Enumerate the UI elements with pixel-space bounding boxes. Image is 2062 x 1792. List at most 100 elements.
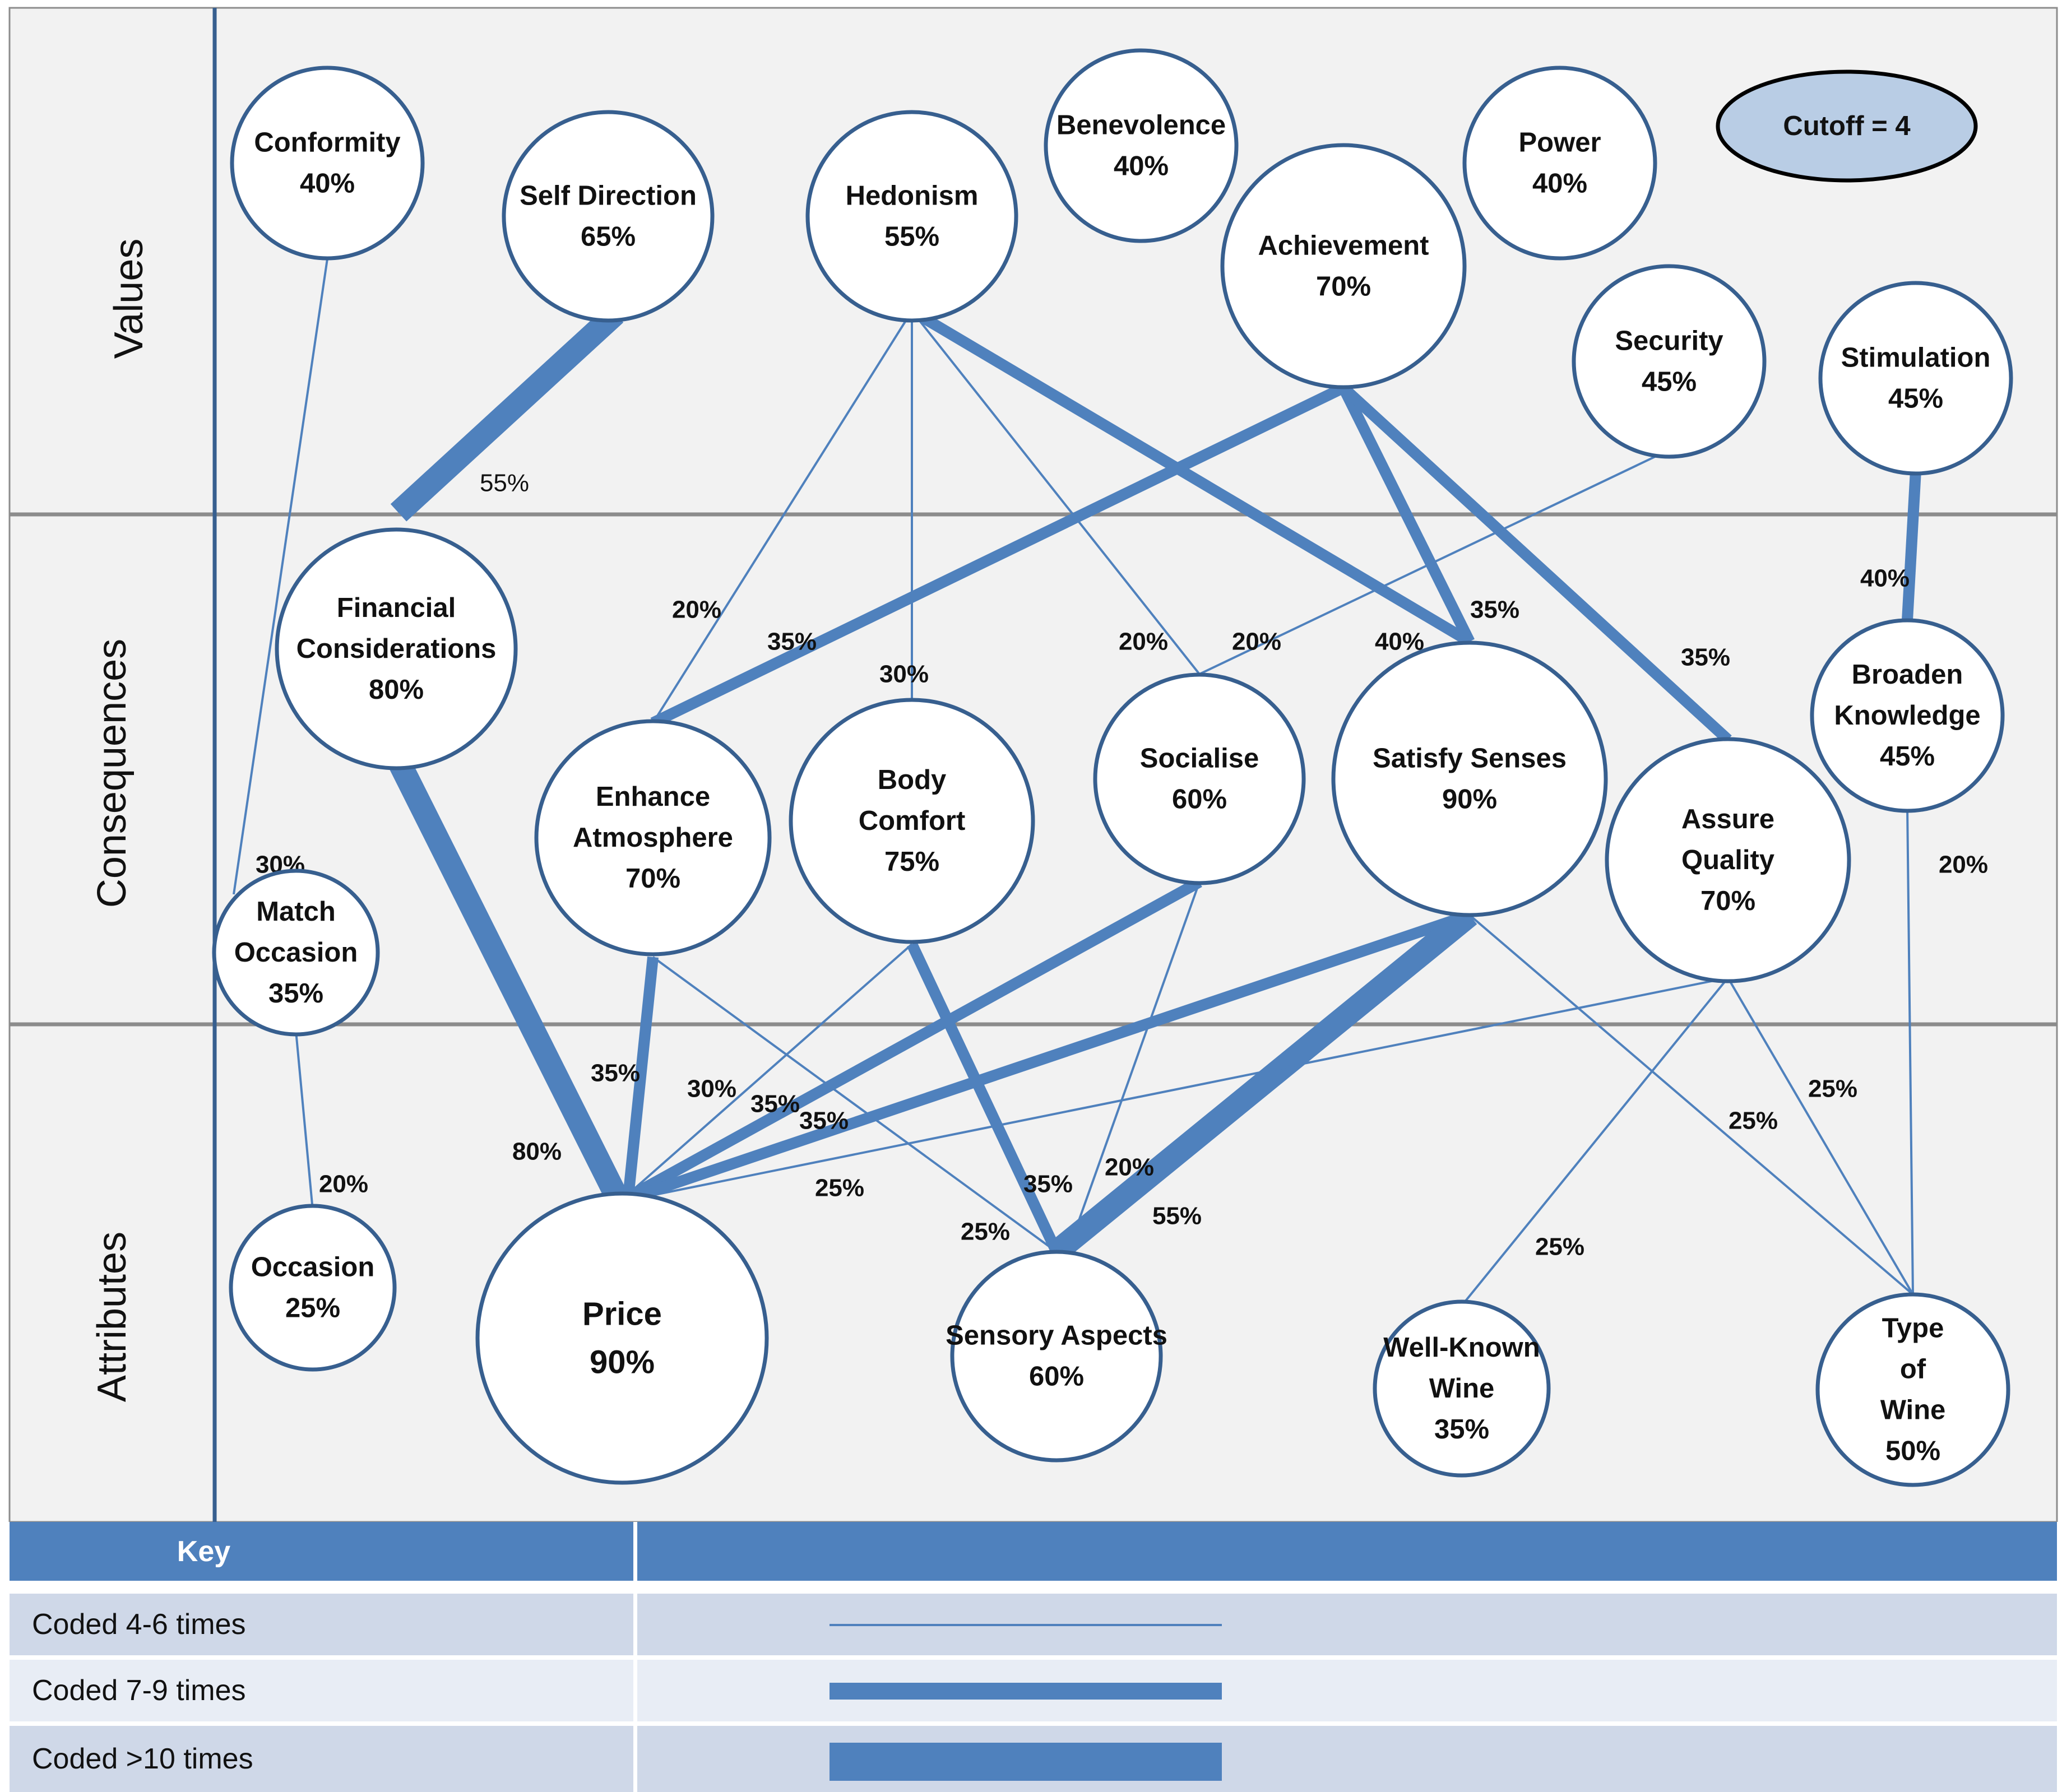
link-body-comfort-to-sensory-aspects xyxy=(906,941,1062,1255)
node-circle xyxy=(1462,66,1657,261)
link-achievement-to-assure-quality xyxy=(1340,383,1732,744)
link-achievement-to-satisfy-senses xyxy=(1338,385,1475,644)
node-label: 45% xyxy=(1880,741,1935,772)
link-satisfy-senses-to-sensory-aspects xyxy=(1049,906,1477,1261)
link-socialise-to-sensory-aspects xyxy=(1067,881,1201,1252)
node-label: Occasion xyxy=(234,937,358,968)
link-body-comfort-to-price xyxy=(618,943,913,1203)
link-label: 35% xyxy=(799,1107,849,1135)
node-label: Match xyxy=(256,897,336,927)
node-achievement: Achievement 70% xyxy=(1220,143,1467,389)
node-label: 80% xyxy=(369,675,424,705)
node-circle xyxy=(1220,143,1467,389)
node-label: Power xyxy=(1518,128,1601,158)
node-label: Stimulation xyxy=(1841,343,1991,373)
key-row-label: Coded >10 times xyxy=(10,1726,633,1792)
links xyxy=(233,258,1921,1307)
node-label: Well-Known xyxy=(1383,1333,1540,1363)
medium-line-swatch xyxy=(830,1683,1222,1700)
key-row: Coded >10 times xyxy=(10,1726,2057,1792)
node-label: Wine xyxy=(1429,1373,1495,1404)
link-label: 35% xyxy=(1470,596,1519,624)
link-hedonism-to-enhance-atmosphere xyxy=(652,310,913,724)
link-label: 25% xyxy=(1808,1075,1857,1103)
link-label: 35% xyxy=(1023,1171,1073,1198)
node-label: Security xyxy=(1615,326,1723,356)
link-label: 35% xyxy=(767,628,817,656)
node-label: Considerations xyxy=(296,634,497,664)
thick-line-swatch xyxy=(830,1743,1222,1781)
node-label: Body xyxy=(878,765,947,795)
node-circle xyxy=(475,1191,769,1485)
node-circle xyxy=(275,527,518,770)
node-label: Benevolence xyxy=(1057,110,1226,141)
node-label: 40% xyxy=(300,169,355,199)
link-match-occasion-to-occasion xyxy=(295,1030,314,1211)
link-label: 40% xyxy=(1860,565,1910,592)
node-label: Occasion xyxy=(251,1252,375,1283)
node-label: Satisfy Senses xyxy=(1373,744,1567,774)
link-label: 35% xyxy=(1681,644,1730,671)
node-circle xyxy=(229,1204,397,1372)
node-label: Type xyxy=(1882,1313,1944,1344)
key-row-label: Coded 7-9 times xyxy=(10,1660,633,1721)
band-label-attributes: Attributes xyxy=(90,1232,135,1402)
link-label: 25% xyxy=(1535,1233,1584,1261)
node-label: 70% xyxy=(1316,272,1371,302)
node-label: Enhance xyxy=(596,782,710,812)
node-label: 25% xyxy=(285,1293,340,1324)
band-label-values: Values xyxy=(106,239,151,359)
link-security-to-socialise xyxy=(1199,449,1670,675)
node-label: Hedonism xyxy=(846,181,979,211)
node-label: 45% xyxy=(1888,384,1943,414)
cutoff-badge: Cutoff = 4 xyxy=(1716,69,1978,183)
link-label: 25% xyxy=(961,1218,1010,1246)
node-label: 40% xyxy=(1114,151,1169,182)
node-label: Achievement xyxy=(1258,231,1429,261)
node-label: 65% xyxy=(581,222,636,252)
node-circle xyxy=(1044,48,1239,243)
node-label: 55% xyxy=(884,222,939,252)
node-label: Wine xyxy=(1880,1395,1946,1426)
link-label: 40% xyxy=(1375,628,1424,656)
node-circle xyxy=(230,66,425,261)
link-hedonism-to-satisfy-senses xyxy=(909,306,1473,647)
node-label: 70% xyxy=(1700,886,1755,916)
node-label: Assure xyxy=(1681,804,1774,834)
cutoff-label: Cutoff = 4 xyxy=(1783,111,1910,141)
link-financial-considerations-to-price xyxy=(386,751,630,1208)
link-label: 30% xyxy=(879,661,929,688)
node-circle xyxy=(789,698,1035,944)
node-circle xyxy=(1810,618,2005,813)
link-label: 20% xyxy=(1232,628,1281,656)
node-circle xyxy=(1373,1299,1551,1478)
link-label: 55% xyxy=(1152,1203,1202,1230)
node-label: 70% xyxy=(625,863,680,894)
node-label: 75% xyxy=(884,847,939,877)
key-table: Key Coded 4-6 times Coded 7-9 times Code… xyxy=(10,1522,2057,1792)
node-label: 60% xyxy=(1172,784,1227,815)
link-self-direction-to-financial-considerations xyxy=(390,305,624,522)
node-benevolence: Benevolence 40% xyxy=(1044,48,1239,243)
key-row-swatch xyxy=(637,1660,2057,1721)
node-circle xyxy=(805,110,1018,323)
node-circle xyxy=(502,110,715,323)
node-label: Quality xyxy=(1681,845,1774,875)
link-assure-quality-to-type-of-wine xyxy=(1727,977,1914,1296)
node-circle xyxy=(1093,672,1306,885)
node-hedonism: Hedonism 55% xyxy=(805,110,1018,323)
node-label: Sensory Aspects xyxy=(946,1321,1167,1351)
link-label: 20% xyxy=(1105,1154,1154,1181)
link-satisfy-senses-to-price xyxy=(617,909,1472,1208)
node-stimulation: Stimulation 45% xyxy=(1818,281,2013,476)
